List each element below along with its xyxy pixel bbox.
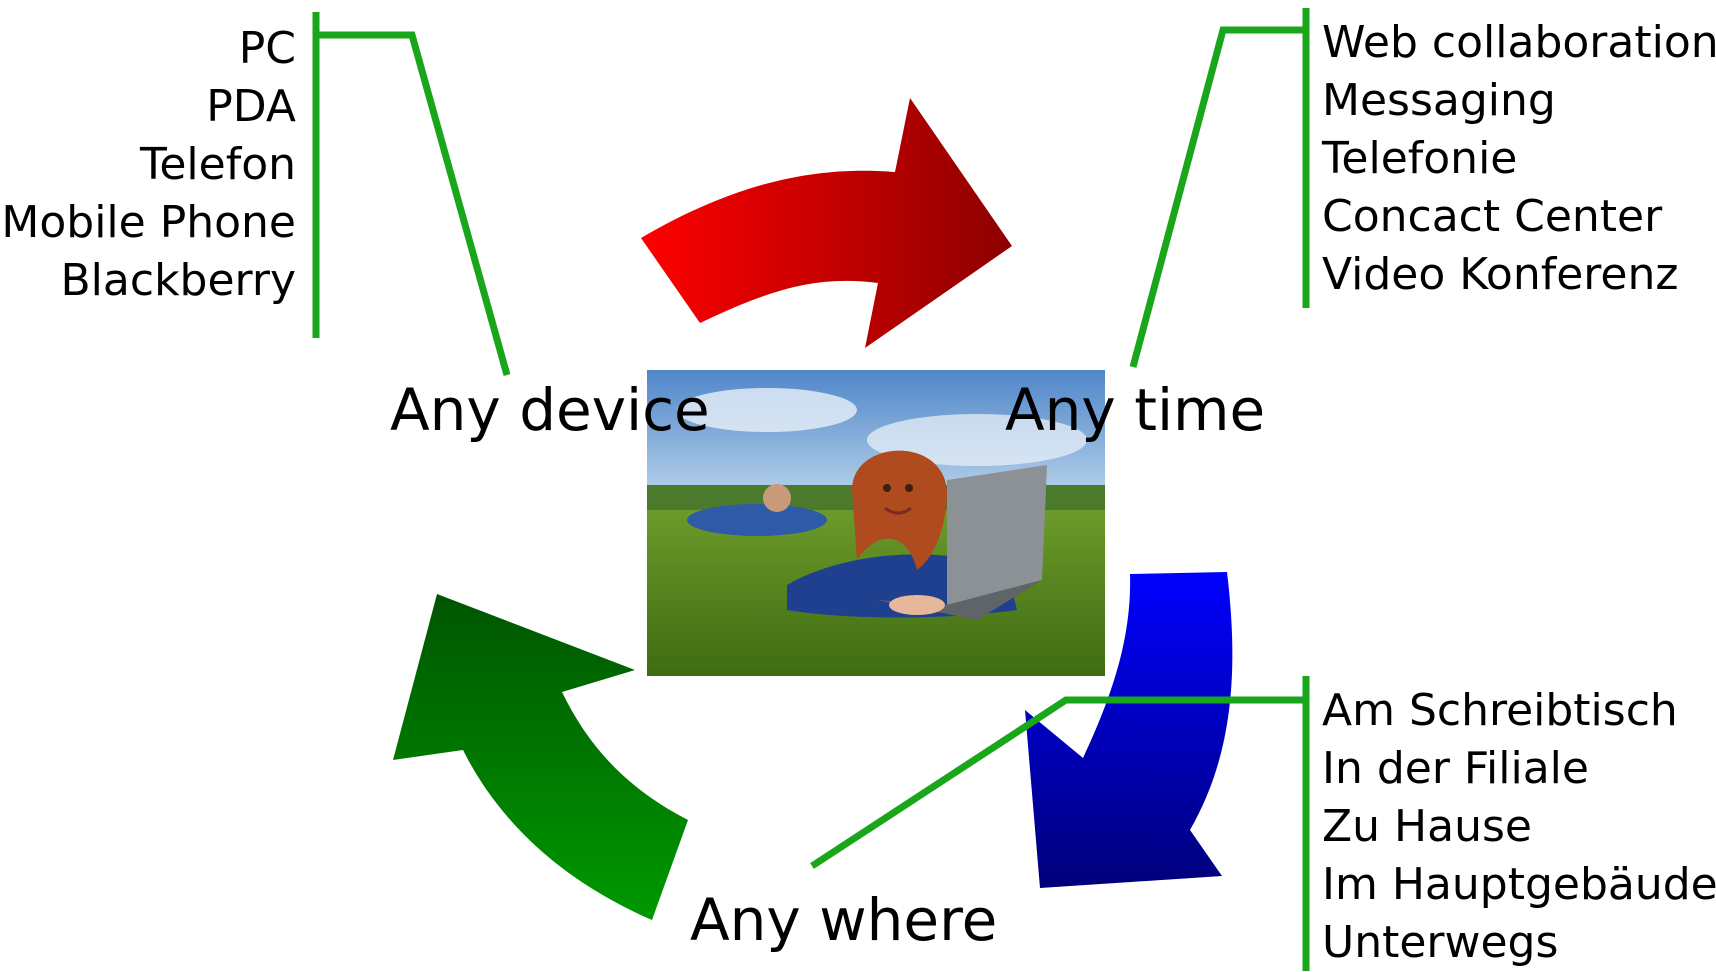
- device-list: PC PDA Telefon Mobile Phone Blackberry: [1, 20, 296, 310]
- time-list-item: Telefonie: [1322, 133, 1518, 184]
- device-list-item: Mobile Phone: [1, 197, 296, 248]
- where-list: Am Schreibtisch In der Filiale Zu Hause …: [1322, 682, 1716, 972]
- woman-with-laptop-photo: [647, 370, 1105, 676]
- time-list-item: Messaging: [1322, 75, 1556, 126]
- green-cycle-arrow: [393, 594, 688, 920]
- where-list-item: Im Hauptgebäude: [1322, 859, 1716, 910]
- time-list-item: Web collaboration: [1322, 17, 1716, 68]
- where-list-item: Zu Hause: [1322, 801, 1532, 852]
- time-connector: [1129, 8, 1310, 368]
- where-list-item: In der Filiale: [1322, 743, 1589, 794]
- time-list-item: Concact Center: [1322, 191, 1663, 242]
- where-list-item: Am Schreibtisch: [1322, 685, 1678, 736]
- time-list-item: Video Konferenz: [1322, 249, 1679, 300]
- device-list-item: Telefon: [139, 139, 296, 190]
- device-list-item: PDA: [206, 81, 296, 132]
- hub-any-where: Any where: [690, 886, 998, 954]
- device-list-item: Blackberry: [60, 255, 297, 306]
- time-list: Web collaboration Messaging Telefonie Co…: [1322, 14, 1716, 304]
- blue-cycle-arrow: [1025, 572, 1233, 888]
- hub-any-device: Any device: [390, 376, 710, 444]
- where-list-item: Unterwegs: [1322, 917, 1559, 968]
- hub-any-time: Any time: [1005, 376, 1266, 444]
- red-cycle-arrow: [641, 98, 1012, 348]
- where-connector: [810, 676, 1310, 971]
- device-connector: [312, 12, 511, 376]
- device-list-item: PC: [238, 23, 296, 74]
